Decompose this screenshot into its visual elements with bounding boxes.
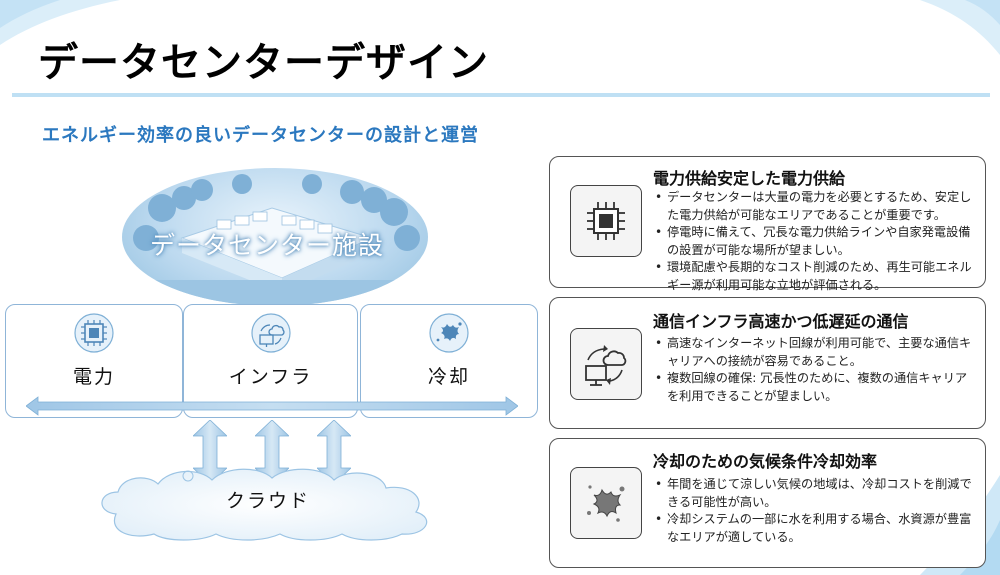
facility-label: データセンター施設 bbox=[150, 231, 385, 260]
card-title: 電力供給安定した電力供給 bbox=[653, 169, 846, 188]
corner-decoration-top-right bbox=[920, 0, 1000, 55]
vertical-arrow-cooling bbox=[317, 420, 351, 484]
pillar-label-power: 電力 bbox=[72, 366, 115, 388]
list-item: 冷却システムの一部に水を利用する場合、水資源が豊富なエリアが適している。 bbox=[653, 511, 975, 546]
card-icon-box bbox=[570, 328, 642, 400]
splash-icon bbox=[429, 313, 469, 353]
list-item: 停電時に備えて、冗長な電力供給ラインや自家発電設備の設置が可能な場所が望ましい。 bbox=[653, 224, 975, 259]
horizontal-double-arrow bbox=[26, 396, 518, 416]
cpu-chip-icon bbox=[587, 202, 625, 240]
card-network-infrastructure: 通信インフラ高速かつ低遅延の通信 高速なインターネット回線が利用可能で、主要な通… bbox=[549, 297, 986, 429]
cloud-label: クラウド bbox=[226, 490, 311, 512]
list-item: 環境配慮や長期的なコスト削減のため、再生可能エネルギー源が利用可能な立地が評価さ… bbox=[653, 259, 975, 294]
card-bullet-list: 高速なインターネット回線が利用可能で、主要な通信キャリアへの接続が容易であること… bbox=[653, 335, 975, 405]
card-icon-box bbox=[570, 467, 642, 539]
pillar-infrastructure: インフラ bbox=[183, 304, 358, 418]
card-bullet-list: データセンターは大量の電力を必要とするため、安定した電力供給が可能なエリアである… bbox=[653, 189, 975, 294]
vertical-arrow-power bbox=[193, 420, 227, 484]
cpu-chip-icon bbox=[74, 313, 114, 353]
card-title: 通信インフラ高速かつ低遅延の通信 bbox=[653, 312, 909, 331]
card-power-supply: 電力供給安定した電力供給 データセンターは大量の電力を必要とするため、安定した電… bbox=[549, 156, 986, 292]
cloud-shape bbox=[101, 468, 428, 541]
card-cooling-climate: 冷却のための気候条件冷却効率 年間を通じて涼しい気候の地域は、冷却コストを削減で… bbox=[549, 438, 986, 568]
cloud-sync-icon bbox=[250, 313, 291, 353]
card-bullet-list: 年間を通じて涼しい気候の地域は、冷却コストを削減できる可能性が高い。 冷却システ… bbox=[653, 476, 975, 546]
card-title: 冷却のための気候条件冷却効率 bbox=[653, 452, 878, 471]
title-divider bbox=[12, 93, 990, 97]
list-item: 年間を通じて涼しい気候の地域は、冷却コストを削減できる可能性が高い。 bbox=[653, 476, 975, 511]
card-icon-box bbox=[570, 185, 642, 257]
list-item: 高速なインターネット回線が利用可能で、主要な通信キャリアへの接続が容易であること… bbox=[653, 335, 975, 370]
page-title: データセンターデザイン bbox=[38, 40, 489, 86]
pillar-label-infrastructure: インフラ bbox=[228, 366, 313, 388]
cloud-sync-icon bbox=[585, 345, 627, 386]
pillar-label-cooling: 冷却 bbox=[427, 366, 470, 388]
splash-icon bbox=[587, 485, 625, 522]
vertical-arrow-infrastructure bbox=[255, 420, 289, 484]
page-subtitle: エネルギー効率の良いデータセンターの設計と運営 bbox=[42, 125, 479, 146]
list-item: 複数回線の確保: 冗長性のために、複数の通信キャリアを利用できることが望ましい。 bbox=[653, 370, 975, 405]
list-item: データセンターは大量の電力を必要とするため、安定した電力供給が可能なエリアである… bbox=[653, 189, 975, 224]
